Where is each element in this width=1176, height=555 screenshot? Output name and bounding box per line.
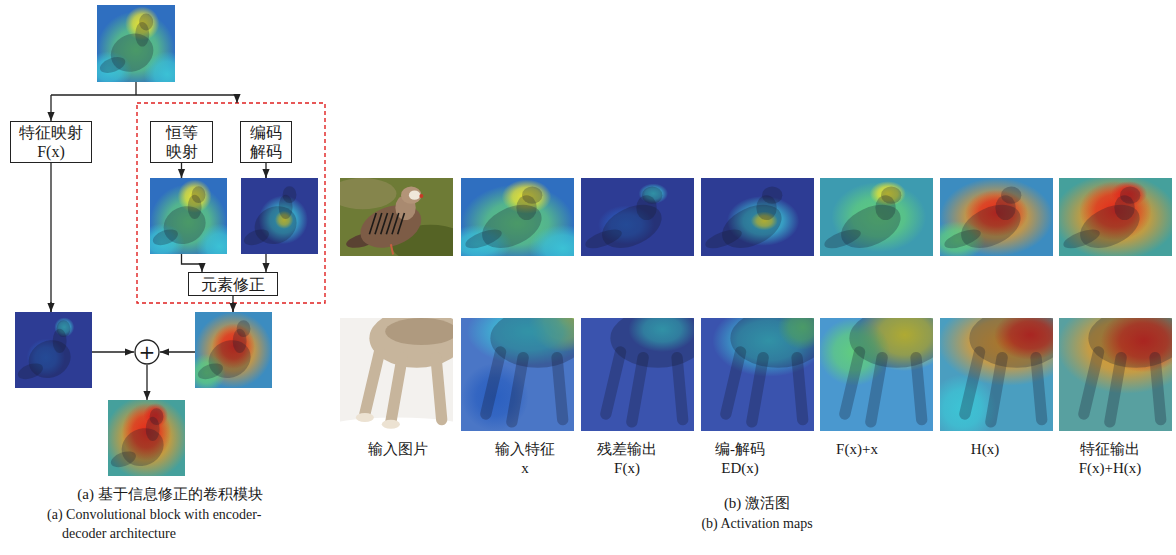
column-label: 残差输出 F(x) <box>594 440 660 478</box>
activation-map <box>820 178 933 256</box>
activation-map <box>461 318 574 431</box>
flow-connector <box>51 163 134 353</box>
column-label: H(x) <box>952 440 1018 459</box>
activation-map <box>241 178 318 254</box>
node-label: + <box>139 342 156 362</box>
input-photo <box>340 178 453 256</box>
process-box: 元素修正 <box>188 272 278 296</box>
arrow <box>236 95 237 103</box>
activation-map <box>581 178 694 256</box>
activation-map <box>820 318 933 431</box>
process-box: 特征映射 F(x) <box>10 121 92 163</box>
node-label: 编码 解码 <box>246 123 286 161</box>
arrow <box>50 302 51 312</box>
node-label: 元素修正 <box>201 275 265 294</box>
arrow <box>181 170 182 178</box>
activation-map <box>581 318 694 431</box>
activation-map <box>1059 178 1172 256</box>
split-line <box>51 82 237 95</box>
figure-caption: (b) 激活图 <box>657 494 857 513</box>
column-label: 输入特征 x <box>492 440 558 478</box>
activation-map <box>150 178 227 254</box>
activation-map <box>1059 318 1172 431</box>
process-box: 恒等 映射 <box>150 121 213 163</box>
activation-map <box>461 178 574 256</box>
flow-arrows <box>51 82 237 121</box>
column-label: F(x)+x <box>824 440 890 459</box>
column-label: 输入图片 <box>365 440 431 459</box>
process-box: 编码 解码 <box>240 121 292 163</box>
figure-caption: (a) 基于信息修正的卷积模块 <box>35 485 305 504</box>
arrow <box>146 365 147 400</box>
column-label: 特征输出 F(x)+H(x) <box>1075 440 1145 478</box>
dashed-group-frame <box>137 103 325 303</box>
arrow <box>50 95 51 121</box>
image-arrows <box>51 170 266 400</box>
node-label: 恒等 映射 <box>162 123 202 161</box>
figure-caption: (b) Activation maps <box>647 514 867 533</box>
figure-caption: (a) Convolutional block with encoder-dec… <box>47 505 299 543</box>
activation-map <box>97 5 175 82</box>
activation-map <box>108 400 185 476</box>
arrow <box>265 170 266 178</box>
column-label: 编-解码 ED(x) <box>707 440 773 478</box>
input-photo <box>340 318 453 431</box>
activation-map <box>701 178 814 256</box>
sum-circle: + <box>134 339 160 365</box>
node-label: 特征映射 F(x) <box>16 123 86 161</box>
activation-map <box>940 318 1053 431</box>
activation-map <box>701 318 814 431</box>
arrow <box>232 302 233 312</box>
activation-map <box>940 178 1053 256</box>
activation-map <box>15 312 92 388</box>
activation-map <box>195 312 272 388</box>
